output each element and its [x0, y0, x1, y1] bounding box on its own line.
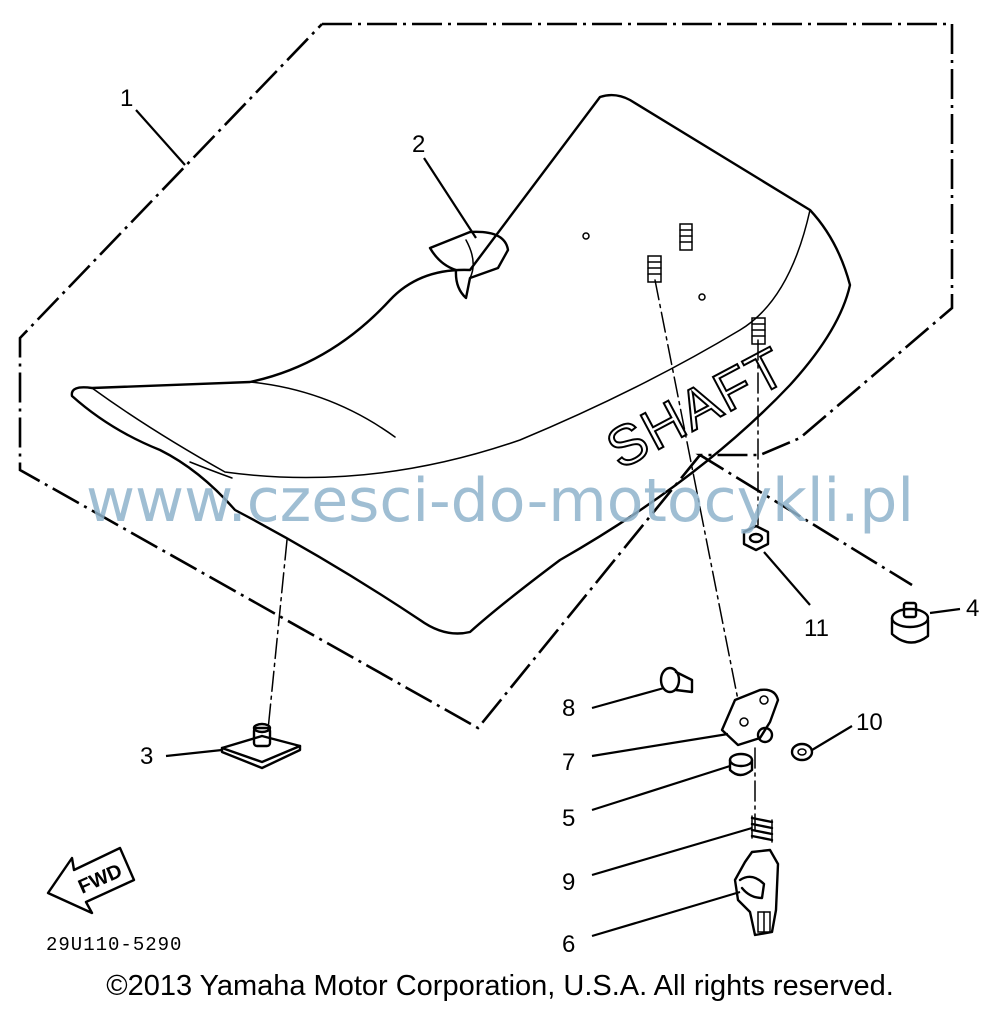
callout-leader-7 — [591, 732, 729, 758]
damper-part-4 — [890, 601, 930, 644]
seat-lock-part-6 — [733, 848, 780, 937]
seat-outline — [70, 93, 852, 635]
watermark: www.czesci-do-motocykli.pl — [85, 466, 915, 536]
callout-6: 6 — [562, 931, 575, 958]
part-code: 29U110-5290 — [46, 934, 182, 956]
callout-2: 2 — [412, 131, 425, 158]
callout-7: 7 — [562, 749, 575, 776]
callout-10: 10 — [856, 709, 883, 736]
strap-fold — [465, 239, 474, 279]
seat-surface-line — [249, 381, 396, 438]
callout-leader-10 — [811, 725, 853, 751]
callout-leader-1 — [135, 109, 186, 166]
seat-rear-line — [189, 461, 233, 479]
washer-part-10 — [790, 742, 814, 762]
bracket-part-3 — [220, 722, 302, 770]
callout-leader-11 — [763, 551, 811, 606]
seat: SHAFT — [70, 93, 852, 635]
callout-4: 4 — [966, 595, 979, 622]
hook-plate-part-7 — [720, 688, 780, 747]
callout-leader-5 — [591, 764, 731, 812]
leader-3 — [267, 539, 288, 731]
seat-hole — [698, 293, 706, 301]
seat-stud — [647, 255, 662, 283]
callout-leader-9 — [591, 826, 753, 877]
callout-leader-6 — [591, 890, 741, 938]
copyright-notice: ©2013 Yamaha Motor Corporation, U.S.A. A… — [106, 970, 894, 1002]
seat-side-edge — [91, 209, 811, 479]
nut-part-11 — [742, 524, 770, 552]
collar-part-5 — [728, 752, 754, 777]
seat-strap — [428, 230, 510, 300]
callout-11: 11 — [804, 615, 829, 642]
callout-5: 5 — [562, 805, 575, 832]
callout-8: 8 — [562, 695, 575, 722]
seat-hole — [582, 232, 590, 240]
callout-leader-2 — [423, 157, 477, 239]
callout-3: 3 — [140, 743, 153, 770]
bolt-part-8 — [659, 666, 694, 694]
leader-hook — [654, 279, 739, 701]
callout-leader-8 — [591, 686, 665, 710]
callout-1: 1 — [120, 85, 133, 112]
callout-9: 9 — [562, 869, 575, 896]
spring-part-9 — [750, 815, 774, 843]
callout-leader-3 — [165, 748, 223, 758]
fwd-arrow: FWD — [46, 846, 136, 915]
seat-stud — [679, 223, 693, 251]
callout-leader-4 — [929, 607, 961, 615]
assembly-boundary — [18, 22, 954, 730]
